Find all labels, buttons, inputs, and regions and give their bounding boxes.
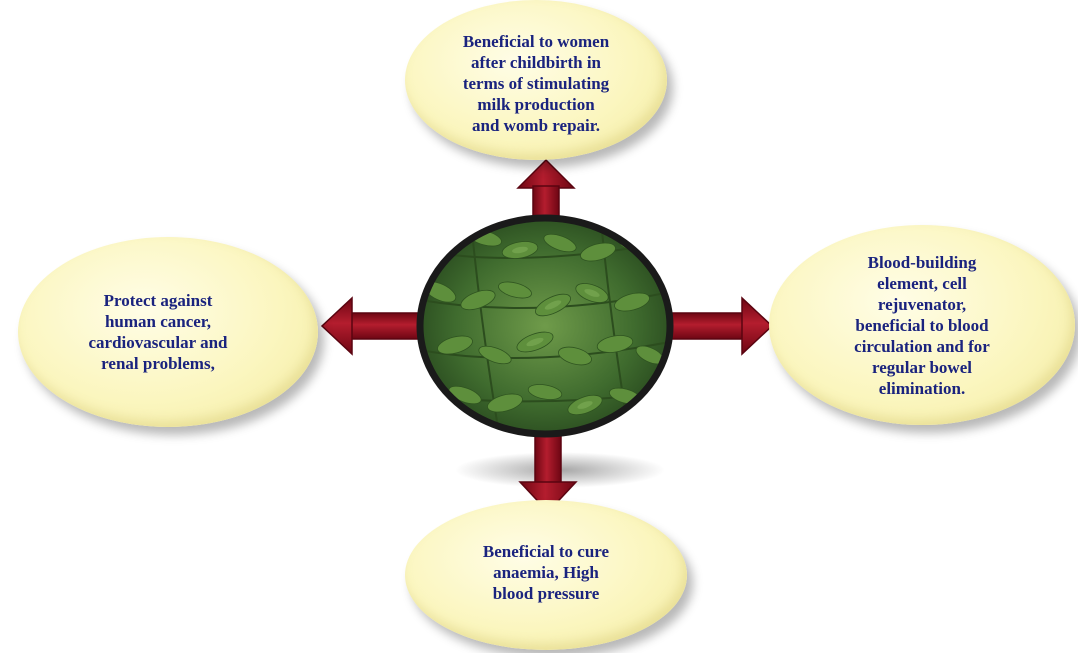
benefit-node-left-text: Protect against human cancer, cardiovasc… bbox=[53, 290, 283, 374]
benefit-node-top: Beneficial to women after childbirth in … bbox=[405, 0, 667, 160]
benefit-node-right: Blood-building element, cell rejuvenator… bbox=[769, 225, 1075, 425]
benefit-node-top-text: Beneficial to women after childbirth in … bbox=[436, 31, 636, 136]
arrow-left bbox=[322, 298, 422, 354]
arrow-right bbox=[668, 298, 772, 354]
center-leaf-image bbox=[420, 210, 680, 440]
benefit-node-bottom-text: Beneficial to cure anaemia, High blood p… bbox=[446, 541, 646, 604]
benefit-node-right-text: Blood-building element, cell rejuvenator… bbox=[822, 252, 1022, 399]
benefit-node-bottom: Beneficial to cure anaemia, High blood p… bbox=[405, 500, 687, 650]
benefit-node-left: Protect against human cancer, cardiovasc… bbox=[18, 237, 318, 427]
